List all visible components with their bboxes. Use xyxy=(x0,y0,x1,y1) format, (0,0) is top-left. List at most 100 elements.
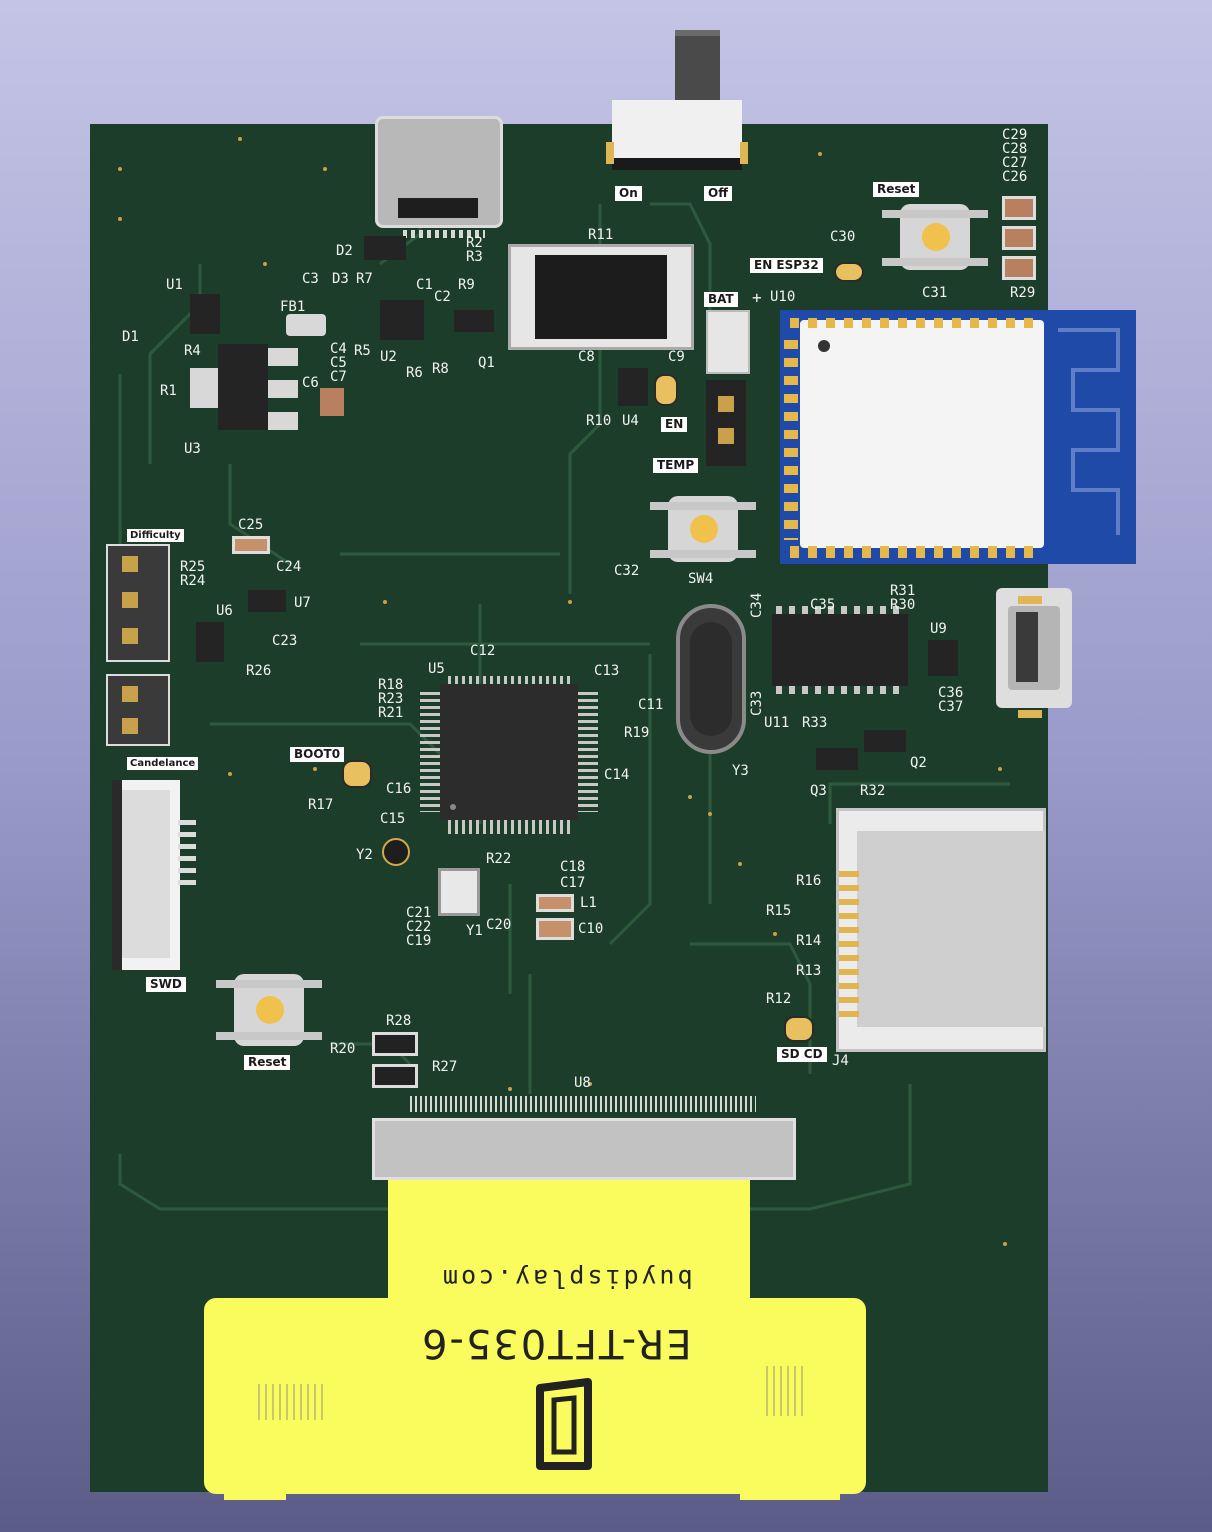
ref-r27: R27 xyxy=(432,1059,458,1075)
ref-r14: R14 xyxy=(796,933,822,949)
swd-label: SWD xyxy=(146,977,186,993)
ref-u9: U9 xyxy=(930,621,947,637)
esp32-module xyxy=(780,310,1136,564)
d2-diode xyxy=(364,236,406,260)
sw4-button[interactable] xyxy=(648,496,758,564)
ref-u11: U11 xyxy=(764,715,790,731)
r11-resistor xyxy=(508,244,694,350)
en-jumper[interactable] xyxy=(654,374,678,406)
power-switch-actuator[interactable] xyxy=(675,30,720,108)
ref-c15: C15 xyxy=(380,811,406,827)
en-esp32-jumper[interactable] xyxy=(834,262,864,282)
ref-c35: C35 xyxy=(810,597,836,613)
candelance-label: Candelance xyxy=(127,757,199,770)
display-flex-tail-right xyxy=(740,1460,840,1500)
ref-r15: R15 xyxy=(766,903,792,919)
ref-c36: C36 xyxy=(938,685,964,701)
ref-c16: C16 xyxy=(386,781,412,797)
ref-r25: R25 xyxy=(180,559,206,575)
ref-sw4: SW4 xyxy=(688,571,714,587)
ref-c7: C7 xyxy=(330,369,347,385)
q2-transistor xyxy=(864,730,906,752)
ref-c32: C32 xyxy=(614,563,640,579)
ref-c12: C12 xyxy=(470,643,496,659)
ref-c3: C3 xyxy=(302,271,319,287)
esp32-antenna-icon xyxy=(1058,328,1120,535)
ref-r22: R22 xyxy=(486,851,512,867)
ref-c14: C14 xyxy=(604,767,630,783)
ref-l1: L1 xyxy=(580,895,597,911)
ref-c22: C22 xyxy=(406,919,432,935)
reset-top-label: Reset xyxy=(873,182,920,198)
ref-c4: C4 xyxy=(330,341,347,357)
ref-d1: D1 xyxy=(122,329,139,345)
sd-card-slot[interactable] xyxy=(836,808,1046,1052)
ref-q3: Q3 xyxy=(810,783,827,799)
reset-button-bottom[interactable] xyxy=(214,974,324,1048)
ref-c21: C21 xyxy=(406,905,432,921)
ref-c29: C29 xyxy=(1002,127,1028,143)
power-switch-body[interactable] xyxy=(612,100,742,170)
ref-r13: R13 xyxy=(796,963,822,979)
display-flex-tail xyxy=(224,1460,286,1500)
ref-c17: C17 xyxy=(560,875,586,891)
ref-d3: D3 xyxy=(332,271,349,287)
flex-brand-text: buydisplay.com xyxy=(440,1264,693,1293)
ref-d2: D2 xyxy=(336,243,353,259)
bat-connector[interactable] xyxy=(706,310,750,374)
ref-u8: U8 xyxy=(574,1075,591,1091)
ref-c34: C34 xyxy=(749,592,765,618)
temp-label: TEMP xyxy=(653,458,699,474)
ref-r5: R5 xyxy=(354,343,371,359)
off-label: Off xyxy=(704,186,732,202)
u1-chip xyxy=(190,294,220,334)
ref-r9: R9 xyxy=(458,277,475,293)
ref-c6: C6 xyxy=(302,375,319,391)
ref-r11: R11 xyxy=(588,227,614,243)
micro-usb-connector[interactable] xyxy=(996,588,1072,708)
ref-r29: R29 xyxy=(1010,285,1036,301)
ref-r6: R6 xyxy=(406,365,423,381)
boot0-label: BOOT0 xyxy=(290,747,345,763)
ref-r2: R2 xyxy=(466,235,483,251)
ref-u7: U7 xyxy=(294,595,311,611)
boot0-jumper[interactable] xyxy=(342,760,372,788)
display-flex-cable xyxy=(388,1180,750,1300)
ref-j4: J4 xyxy=(832,1053,849,1069)
ref-r28: R28 xyxy=(386,1013,412,1029)
ref-c11: C11 xyxy=(638,697,664,713)
ref-r16: R16 xyxy=(796,873,822,889)
ref-r12: R12 xyxy=(766,991,792,1007)
swd-connector[interactable] xyxy=(112,780,196,970)
ref-c19: C19 xyxy=(406,933,432,949)
ref-y2: Y2 xyxy=(356,847,373,863)
ref-c33: C33 xyxy=(749,690,765,716)
ref-c27: C27 xyxy=(1002,155,1028,171)
ref-r30: R30 xyxy=(890,597,916,613)
difficulty-connector[interactable] xyxy=(106,544,170,662)
ref-u1: U1 xyxy=(166,277,183,293)
ref-c5: C5 xyxy=(330,355,347,371)
ref-c30: C30 xyxy=(830,229,856,245)
ref-r1: R1 xyxy=(160,383,177,399)
ref-r3: R3 xyxy=(466,249,483,265)
ref-r20: R20 xyxy=(330,1041,356,1057)
candelance-connector[interactable] xyxy=(106,674,170,746)
sd-cd-label: SD CD xyxy=(777,1047,827,1063)
ref-r33: R33 xyxy=(802,715,828,731)
ref-r7: R7 xyxy=(356,271,373,287)
u9-chip xyxy=(928,640,958,676)
temp-connector[interactable] xyxy=(706,380,746,466)
q1-transistor xyxy=(454,310,494,332)
sd-cd-jumper[interactable] xyxy=(784,1016,814,1042)
difficulty-label: Difficulty xyxy=(127,529,184,542)
ref-r18: R18 xyxy=(378,677,404,693)
on-label: On xyxy=(615,186,642,202)
bat-plus-mark: + xyxy=(752,288,762,307)
ref-u3: U3 xyxy=(184,441,201,457)
ref-u2: U2 xyxy=(380,349,397,365)
en-esp32-label: EN ESP32 xyxy=(750,258,823,274)
u2-chip xyxy=(380,300,424,340)
ref-fb1: FB1 xyxy=(280,299,306,315)
reset-button-top[interactable] xyxy=(880,204,990,272)
